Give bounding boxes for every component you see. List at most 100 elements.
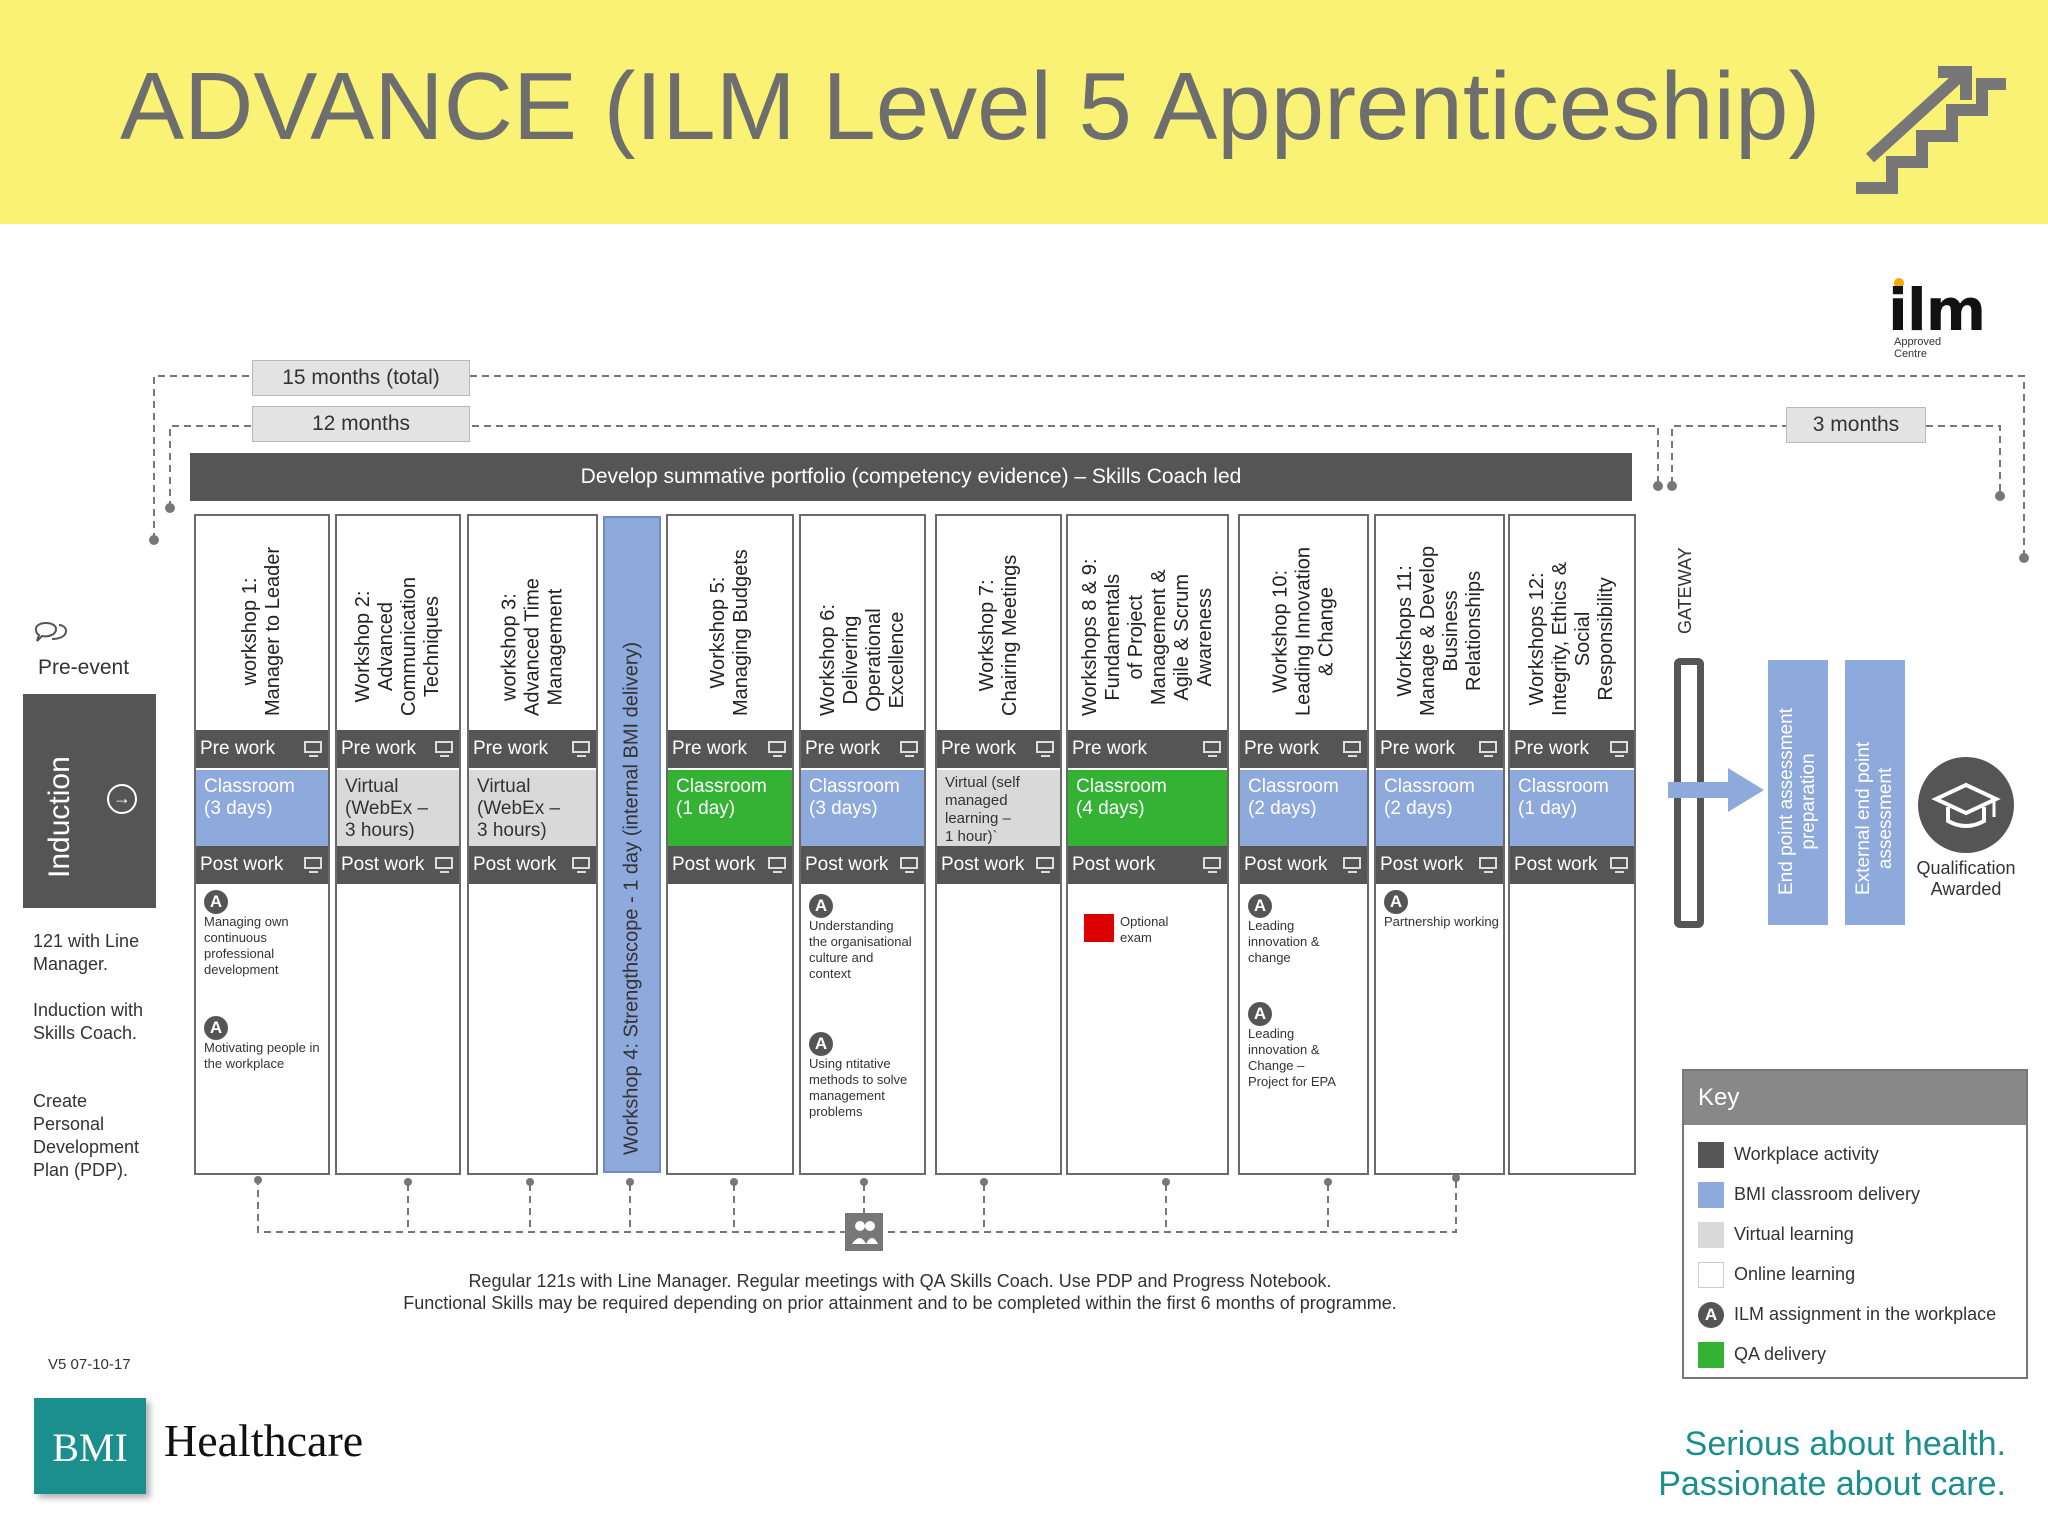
pre-work-label: Pre work — [1514, 738, 1589, 759]
pre-work-label: Pre work — [941, 738, 1016, 759]
delivery-mode: Classroom (4 days) — [1076, 776, 1167, 819]
pre-work-label: Pre work — [200, 738, 275, 759]
key-swatch — [1698, 1262, 1724, 1288]
epa-preparation-box: End point assessment preparation — [1768, 660, 1828, 925]
workshop-note: Leading innovation & Change – Project fo… — [1248, 1026, 1336, 1089]
key-label: BMI classroom delivery — [1734, 1184, 1921, 1204]
key-label: Online learning — [1734, 1264, 1856, 1284]
monitor-icon — [435, 741, 453, 757]
assignment-icon: A — [809, 1032, 833, 1056]
workshop-note: Using ntitative methods to solve managem… — [809, 1056, 908, 1119]
portfolio-bar: Develop summative portfolio (competency … — [190, 453, 1632, 501]
post-work-label: Post work — [1072, 854, 1156, 875]
pre-work-label: Pre work — [1244, 738, 1319, 759]
workshop-title: Workshop 2: Advanced Communication Techn… — [352, 577, 443, 716]
monitor-icon — [1036, 857, 1054, 873]
key-swatch — [1698, 1182, 1724, 1208]
monitor-icon — [768, 857, 786, 873]
key-swatch — [1698, 1342, 1724, 1368]
ilm-dot-icon — [1894, 278, 1904, 288]
qualification-label: Qualification Awarded — [1916, 858, 2016, 899]
monitor-icon — [768, 741, 786, 757]
external-epa-box: External end point assessment — [1845, 660, 1905, 925]
chat-bubble-icon — [34, 622, 68, 642]
ilm-wordmark: ilm — [1888, 276, 1986, 344]
key-label: QA delivery — [1734, 1344, 1827, 1364]
key-label: Virtual learning — [1734, 1224, 1854, 1244]
pre-event-item: 121 with Line Manager. — [33, 931, 140, 974]
assignment-icon: A — [1698, 1302, 1724, 1328]
arrow-right-circle-icon: → — [107, 784, 137, 814]
post-work-label: Post work — [1244, 854, 1328, 875]
monitor-icon — [304, 857, 322, 873]
monitor-icon — [1610, 857, 1628, 873]
pre-event-item: Create Personal Development Plan (PDP). — [33, 1091, 140, 1180]
workshop-4-column: Workshop 4: Strengthscope - 1 day (inter… — [603, 516, 661, 1173]
post-work-label: Post work — [805, 854, 889, 875]
workshop-title: Workshops 8 & 9: Fundamentals of Project… — [1078, 558, 1216, 716]
assignment-icon: A — [204, 1016, 228, 1040]
optional-exam-marker — [1084, 914, 1114, 942]
pre-work-label: Pre work — [1072, 738, 1147, 759]
gateway-label: GATEWAY — [1675, 547, 1695, 634]
induction-label: Induction — [43, 756, 76, 878]
workshop-column: workshop 3: Advanced Time Management Pre… — [467, 514, 598, 1175]
workshop-title: Workshop 6: Delivering Operational Excel… — [816, 604, 908, 716]
workshop-note: Optional exam — [1120, 914, 1169, 945]
page-title: ADVANCE (ILM Level 5 Apprenticeship) — [120, 53, 1821, 160]
ilm-centre-text: Centre — [1894, 348, 1928, 360]
workshop-title: workshop 3: Advanced Time Management — [498, 578, 566, 716]
pre-event-item: Induction with Skills Coach. — [33, 1000, 144, 1043]
workshop-note: Leading innovation & change — [1248, 918, 1320, 965]
version-label: V5 07-10-17 — [48, 1356, 131, 1373]
workshop-column: Workshop 7: Chairing Meetings Pre work V… — [935, 514, 1062, 1175]
monitor-icon — [304, 741, 322, 757]
workshop-note: Motivating people in the workplace — [204, 1040, 320, 1071]
post-work-label: Post work — [1380, 854, 1464, 875]
assignment-icon: A — [1248, 894, 1272, 918]
assignment-icon: A — [1248, 1002, 1272, 1026]
workshop-column: Workshop 5: Managing Budgets Pre work Cl… — [666, 514, 794, 1175]
monitor-icon — [1479, 741, 1497, 757]
workshop-title: Workshop 7: Chairing Meetings — [975, 554, 1021, 716]
duration-main: 12 months — [252, 406, 470, 442]
stairs-arrow-icon — [1856, 66, 2006, 194]
footer-note-line: Regular 121s with Line Manager. Regular … — [468, 1271, 1332, 1291]
delivery-mode: Virtual (WebEx – 3 hours) — [477, 776, 561, 841]
bmi-mark: BMI — [52, 1425, 128, 1470]
epa-preparation-label: End point assessment preparation — [1776, 708, 1819, 895]
ilm-approved-text: Approved — [1894, 336, 1942, 348]
monitor-icon — [900, 741, 918, 757]
monitor-icon — [900, 857, 918, 873]
footer-note-line: Functional Skills may be required depend… — [403, 1293, 1397, 1313]
induction-box: Induction → — [23, 694, 156, 908]
brand-name: Healthcare — [164, 1415, 364, 1466]
delivery-mode: Classroom (2 days) — [1248, 776, 1339, 819]
delivery-mode: Virtual (self managed learning – 1 hour)… — [945, 774, 1020, 845]
monitor-icon — [572, 741, 590, 757]
pre-work-label: Pre work — [805, 738, 880, 759]
assignment-icon: A — [809, 894, 833, 918]
workshop-column: Workshop 6: Delivering Operational Excel… — [799, 514, 926, 1175]
monitor-icon — [435, 857, 453, 873]
assignment-icon: A — [1384, 890, 1408, 914]
workshop-column: workshop 1: Manager to Leader Pre work C… — [194, 514, 330, 1175]
workshop-title: Workshop 10: Leading Innovation & Change — [1269, 546, 1337, 716]
header-banner — [0, 0, 2048, 224]
pre-work-label: Pre work — [341, 738, 416, 759]
key-label: ILM assignment in the workplace — [1734, 1304, 1997, 1324]
workshop-title: Workshop 5: Managing Budgets — [707, 549, 752, 716]
key-swatch — [1698, 1222, 1724, 1248]
post-work-label: Post work — [200, 854, 284, 875]
delivery-mode: Classroom (3 days) — [204, 776, 295, 819]
delivery-mode: Virtual (WebEx – 3 hours) — [345, 776, 429, 841]
post-work-label: Post work — [473, 854, 557, 875]
tagline-line: Serious about health. — [1684, 1425, 2006, 1463]
post-work-label: Post work — [341, 854, 425, 875]
duration-epa: 3 months — [1786, 407, 1926, 443]
delivery-mode: Classroom (3 days) — [809, 776, 900, 819]
pre-work-label: Pre work — [672, 738, 747, 759]
workshop-title: Workshops 12: Integrity, Ethics & Social… — [1526, 561, 1617, 716]
